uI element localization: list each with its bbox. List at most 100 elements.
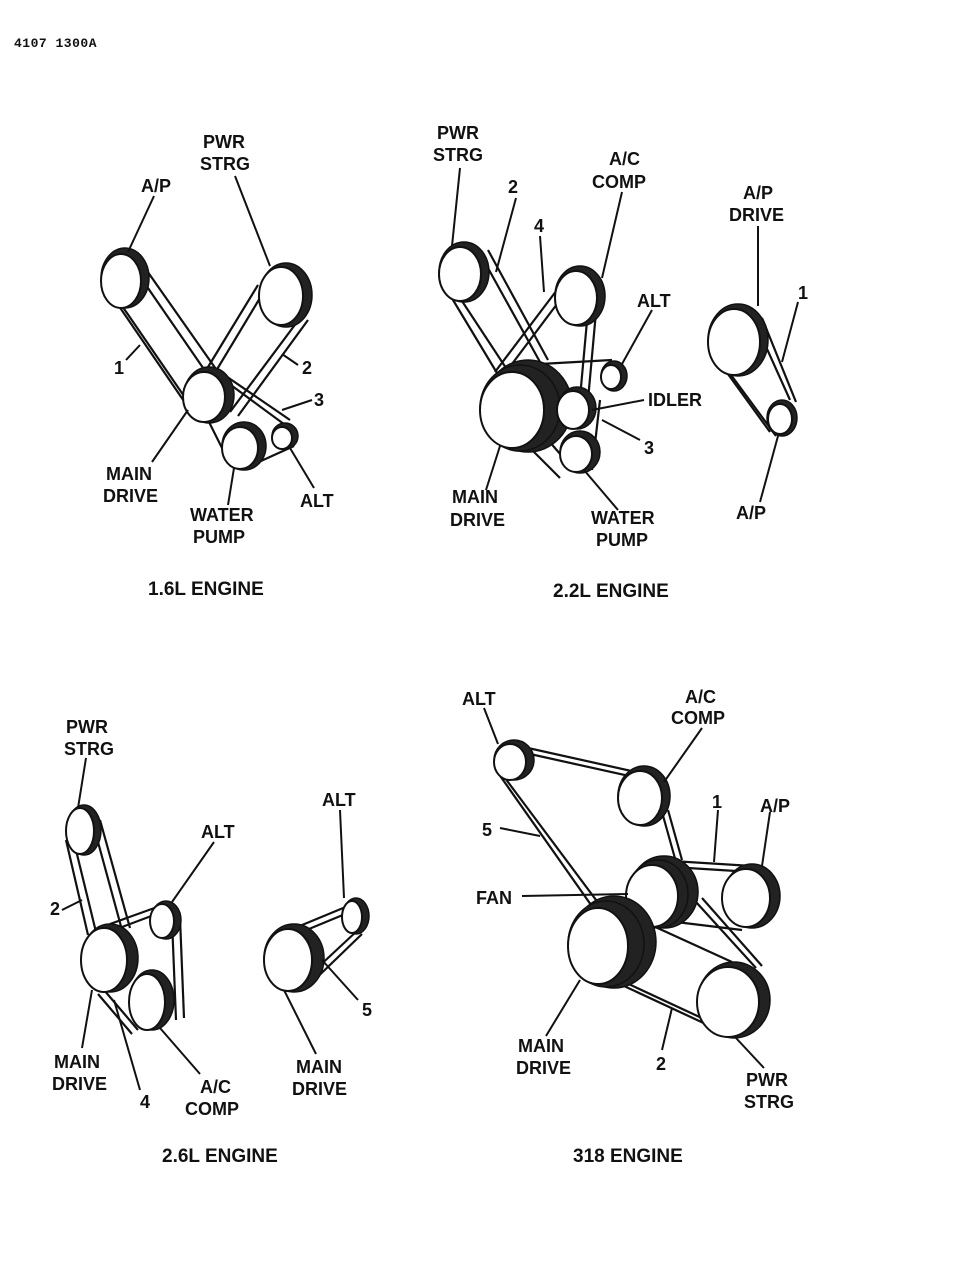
leader-main-drive-2 <box>283 989 317 1055</box>
ap-pulley-318 <box>721 863 781 929</box>
belt-4-strand <box>109 904 161 926</box>
label-pwr: PWR <box>746 1070 788 1090</box>
label-ap: A/P <box>760 796 790 816</box>
belt-2-strand <box>695 901 757 969</box>
label-main: MAIN <box>106 464 152 484</box>
belt-number-2: 2 <box>656 1054 666 1074</box>
ap-drive-pulley-2-2l <box>707 303 769 377</box>
water-pump-pulley-2-2l <box>559 430 601 474</box>
ac-comp-pulley-2-2l <box>554 265 606 327</box>
belt-number-5: 5 <box>362 1000 372 1020</box>
leader-water-pump <box>583 469 619 511</box>
belt-number-4: 4 <box>534 216 544 236</box>
belt-2-strand <box>449 294 501 379</box>
label-drive: DRIVE <box>516 1058 571 1078</box>
leader-belt-4 <box>539 235 545 293</box>
leader-idler <box>591 399 645 411</box>
leader-belt-2 <box>495 197 517 273</box>
belt-3-strand <box>219 371 291 421</box>
label-comp: COMP <box>185 1099 239 1119</box>
leader-ap <box>759 435 779 503</box>
label-idler: IDLER <box>648 390 702 410</box>
label-pwr: PWR <box>66 717 108 737</box>
leader-belt-3 <box>281 399 313 411</box>
main-drive-pulley-318 <box>567 895 657 989</box>
ac-comp-pulley-2-6l <box>128 969 175 1031</box>
leader-fan <box>521 893 629 897</box>
label-strg: STRG <box>744 1092 794 1112</box>
belt-2-strand <box>212 287 267 377</box>
belt-2-strand <box>701 897 763 967</box>
label-ac: A/C <box>685 687 716 707</box>
leader-ac-comp <box>159 1027 201 1075</box>
belt-2-strand <box>623 985 711 1027</box>
alt-pulley-2-2l <box>600 360 628 392</box>
label-fan: FAN <box>476 888 512 908</box>
leader-ac-comp <box>663 727 703 783</box>
belt-5-strand <box>501 773 603 909</box>
label-ap: A/P <box>736 503 766 523</box>
leader-alt <box>621 309 653 365</box>
leader-belt-5 <box>321 959 359 1001</box>
alt-pulley-318 <box>493 739 535 781</box>
belt-1-strand <box>137 257 219 373</box>
pwr-strg-pulley-318 <box>696 961 771 1039</box>
leader-main-drive <box>545 979 581 1037</box>
label-main: MAIN <box>54 1052 100 1072</box>
belt-number-2: 2 <box>508 177 518 197</box>
leader-alt <box>483 707 499 745</box>
label-main: MAIN <box>518 1036 564 1056</box>
main-drive-pulley-2-6l-b <box>263 923 325 993</box>
label-drive: DRIVE <box>52 1074 107 1094</box>
leader-belt-1 <box>713 809 719 863</box>
label-pump: PUMP <box>596 530 648 550</box>
leader-belt-3 <box>601 419 641 441</box>
label-pwr: PWR <box>437 123 479 143</box>
leader-belt-1 <box>125 344 141 361</box>
label-ap: A/P <box>141 176 171 196</box>
label-strg: STRG <box>64 739 114 759</box>
belt-4-strand <box>586 311 598 401</box>
idler-pulley-2-2l <box>556 386 597 430</box>
label-main-2: MAIN <box>296 1057 342 1077</box>
belt-3-strand <box>223 379 293 431</box>
alt-pulley-2-6l <box>149 900 182 940</box>
water-pump-pulley <box>221 421 267 471</box>
belt-number-3: 3 <box>314 390 324 410</box>
label-drive: DRIVE <box>103 486 158 506</box>
leader-belt-1 <box>781 301 799 363</box>
belt-1-strand <box>675 920 743 932</box>
leader-alt <box>171 841 215 903</box>
leader-pwr-strg <box>77 757 87 809</box>
ac-comp-pulley-318 <box>617 765 671 827</box>
label-alt: ALT <box>201 822 235 842</box>
label-water: WATER <box>190 505 254 525</box>
pwr-strg-pulley <box>258 262 313 328</box>
alt-pulley-2-6l-b <box>341 897 370 935</box>
diagram-2-6l-engine: PWR STRG ALT 2 MAIN DRIVE 4 A/C COMP ALT… <box>50 717 372 1167</box>
ap-pulley <box>100 247 150 309</box>
leader-ap <box>761 811 771 867</box>
alt-pulley <box>271 422 299 450</box>
leader-main-drive <box>151 409 189 463</box>
title-318: 318 ENGINE <box>573 1146 683 1167</box>
title-2-2l: 2.2L ENGINE <box>553 581 669 602</box>
belt-2-strand <box>229 317 301 413</box>
label-water: WATER <box>591 508 655 528</box>
document-id: 4107 1300A <box>14 36 98 51</box>
belt-1-strand <box>107 289 191 411</box>
leader-alt-2 <box>339 809 345 899</box>
leader-belt-2 <box>61 899 83 911</box>
title-1-6l: 1.6L ENGINE <box>148 579 264 600</box>
label-ac: A/C <box>609 149 640 169</box>
belt-2-strand <box>459 297 511 375</box>
belt-2-strand <box>204 284 259 373</box>
belt-2-strand <box>237 319 309 417</box>
diagram-318-engine: ALT A/C COMP 1 A/P 5 FAN MAIN DRIVE 2 PW… <box>462 687 794 1167</box>
belt-5-strand <box>666 809 684 861</box>
leader-main-drive <box>485 445 501 491</box>
label-drive-2: DRIVE <box>292 1079 347 1099</box>
main-drive-pulley-2-2l <box>479 359 573 453</box>
